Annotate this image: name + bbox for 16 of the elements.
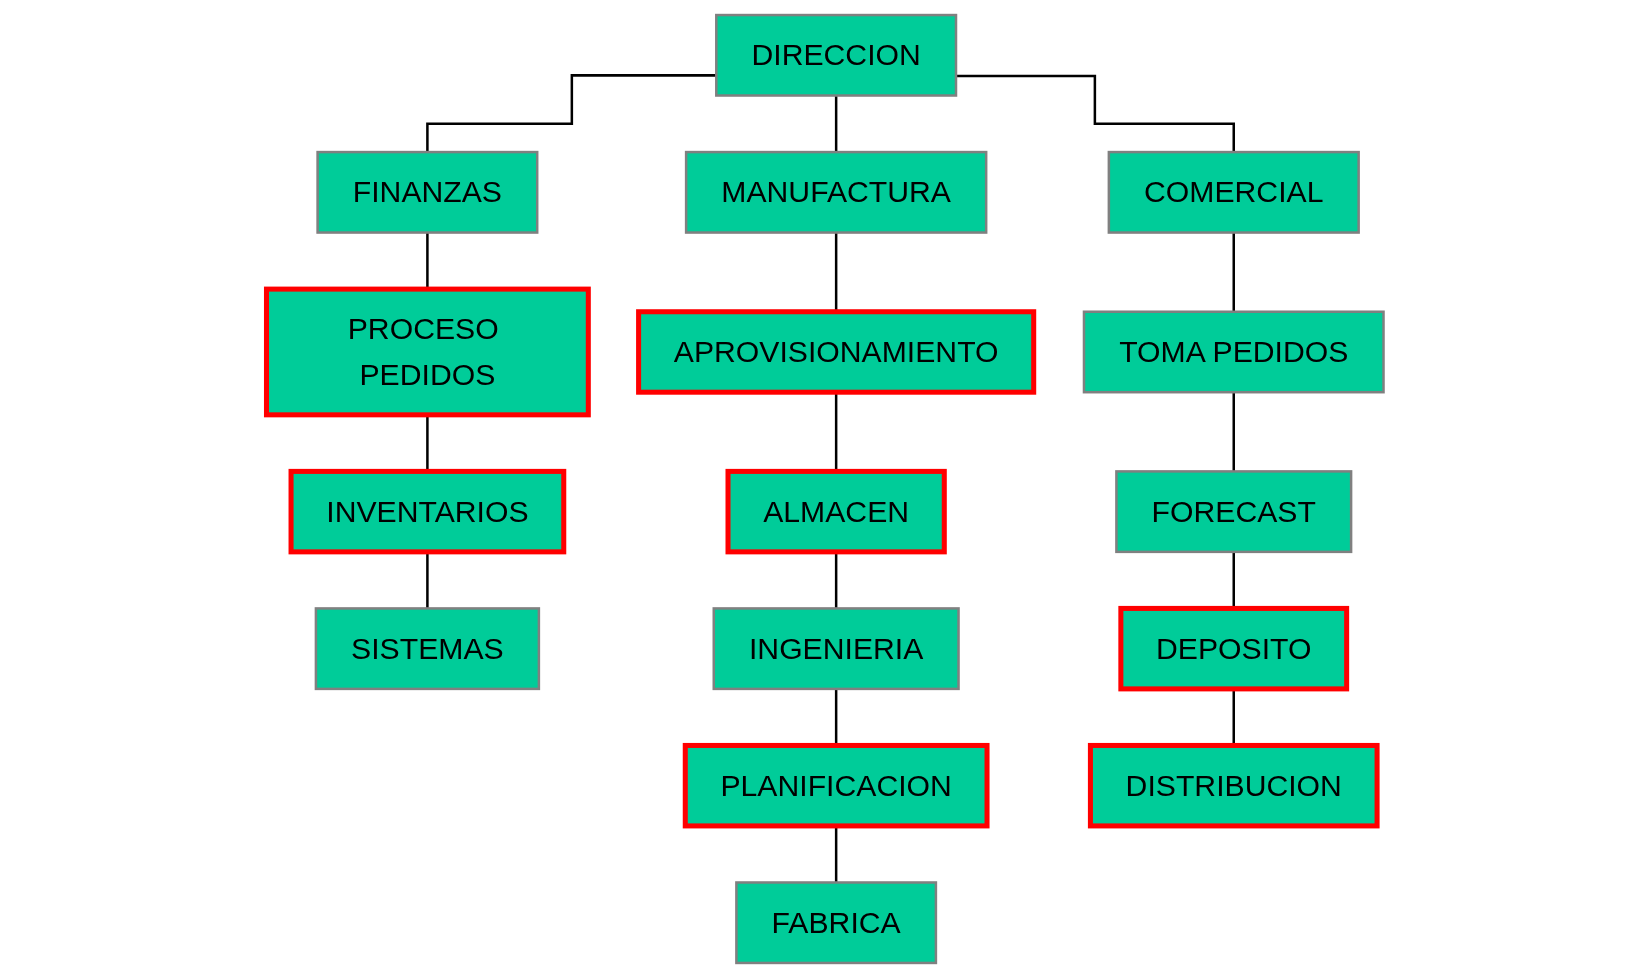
node-box: PROCESO PEDIDOS xyxy=(263,286,591,418)
node-box: FINANZAS xyxy=(316,150,539,234)
node-box: INGENIERIA xyxy=(712,607,960,691)
node-box: INVENTARIOS xyxy=(288,468,567,555)
node-box: DIRECCION xyxy=(715,13,958,97)
node-box: SISTEMAS xyxy=(314,607,541,691)
node-box: APROVISIONAMIENTO xyxy=(636,309,1037,395)
node-box: PLANIFICACION xyxy=(682,742,990,829)
node-box: FORECAST xyxy=(1115,470,1353,554)
node-box: FABRICA xyxy=(735,881,938,965)
node-box: DEPOSITO xyxy=(1118,605,1350,692)
node-box: MANUFACTURA xyxy=(684,150,988,234)
node-box: ALMACEN xyxy=(725,468,947,555)
node-box: COMERCIAL xyxy=(1107,150,1360,234)
node-box: DISTRIBUCION xyxy=(1087,742,1380,829)
node-box: TOMA PEDIDOS xyxy=(1082,310,1385,394)
